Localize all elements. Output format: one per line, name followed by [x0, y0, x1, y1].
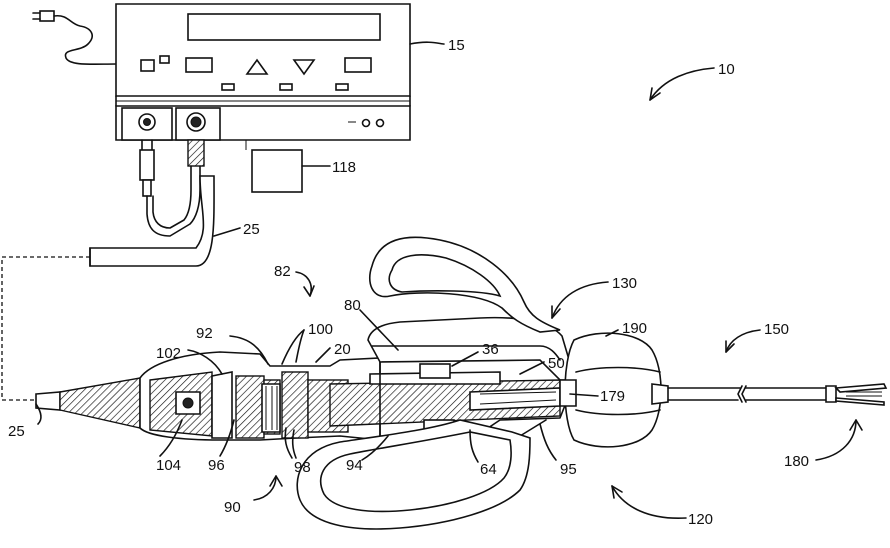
- label-118: 118: [332, 159, 356, 176]
- generator-button[interactable]: [186, 58, 212, 72]
- label-92: 92: [196, 325, 213, 342]
- label-180: 180: [784, 453, 809, 470]
- label-98: 98: [294, 459, 311, 476]
- label-95: 95: [560, 461, 577, 478]
- label-100: 100: [308, 321, 333, 338]
- label-64: 64: [480, 461, 497, 478]
- ultrasonic-shaft: [652, 384, 836, 404]
- handpiece-cord-end: [36, 378, 140, 428]
- generator-button[interactable]: [141, 60, 154, 71]
- label-179: 179: [600, 388, 625, 405]
- label-50: 50: [548, 355, 565, 372]
- power-plug-icon: [33, 11, 116, 64]
- label-25-top: 25: [243, 221, 260, 238]
- label-80: 80: [344, 297, 361, 314]
- end-effector: [836, 384, 886, 405]
- label-130: 130: [612, 275, 637, 292]
- trigger-loop-top[interactable]: [370, 237, 560, 332]
- label-15: 15: [448, 37, 465, 54]
- label-94: 94: [346, 457, 363, 474]
- component-118: [252, 150, 302, 192]
- generator-unit: [116, 4, 410, 140]
- label-96: 96: [208, 457, 225, 474]
- generator-display: [188, 14, 380, 40]
- label-190: 190: [622, 320, 647, 337]
- label-25-bottom: 25: [8, 423, 25, 440]
- label-10: 10: [718, 61, 735, 78]
- label-36: 36: [482, 341, 499, 358]
- generator-button[interactable]: [345, 58, 371, 72]
- label-82: 82: [274, 263, 291, 280]
- label-90: 90: [224, 499, 241, 516]
- label-150: 150: [764, 321, 789, 338]
- label-120: 120: [688, 511, 713, 528]
- label-20: 20: [334, 341, 351, 358]
- label-102: 102: [156, 345, 181, 362]
- label-104: 104: [156, 457, 181, 474]
